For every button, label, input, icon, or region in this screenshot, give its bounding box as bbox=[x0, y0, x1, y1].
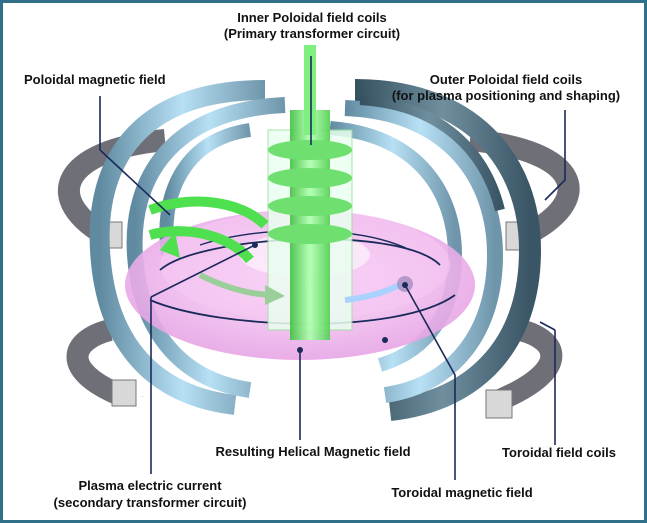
label-toroidal-coils: Toroidal field coils bbox=[502, 445, 616, 460]
label-inner-coils-2: (Primary transformer circuit) bbox=[224, 26, 400, 41]
label-inner-coils-1: Inner Poloidal field coils bbox=[237, 10, 387, 25]
label-poloidal-field: Poloidal magnetic field bbox=[24, 72, 166, 87]
label-outer-coils-2: (for plasma positioning and shaping) bbox=[392, 88, 620, 103]
label-helical-field: Resulting Helical Magnetic field bbox=[215, 444, 410, 459]
label-plasma-current-1: Plasma electric current bbox=[78, 478, 222, 493]
label-plasma-current-2: (secondary transformer circuit) bbox=[54, 495, 247, 510]
figure-id-mark: . bbox=[142, 393, 143, 399]
label-toroidal-field: Toroidal magnetic field bbox=[391, 485, 532, 500]
label-outer-coils-1: Outer Poloidal field coils bbox=[430, 72, 582, 87]
